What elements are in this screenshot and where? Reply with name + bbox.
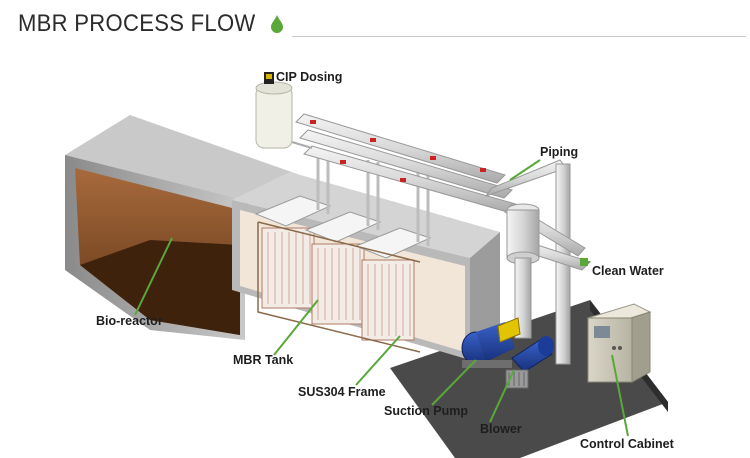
label-suction-pump: Suction Pump	[384, 404, 469, 418]
label-cip-dosing: CIP Dosing	[276, 70, 343, 84]
header-piping	[295, 113, 520, 214]
leader-lines	[134, 159, 629, 437]
page-title: MBR PROCESS FLOW	[18, 10, 256, 37]
leader-control-cabinet	[611, 354, 629, 437]
leader-blower	[489, 369, 515, 423]
control-cabinet	[586, 303, 652, 383]
leader-mbr-tank	[273, 299, 319, 356]
page-header: MBR PROCESS FLOW	[0, 0, 750, 46]
membrane-modules	[254, 195, 432, 353]
label-mbr-tank: MBR Tank	[233, 353, 294, 367]
leader-piping	[509, 159, 541, 181]
label-clean-water: Clean Water	[592, 264, 664, 278]
membrane-module-2	[304, 211, 382, 325]
water-drop-icon	[271, 15, 283, 33]
label-piping: Piping	[540, 145, 579, 159]
cip-dosing-tank	[255, 72, 313, 149]
label-bio-reactor: Bio-reactor	[96, 314, 163, 328]
title-divider	[292, 36, 746, 37]
leader-bio-reactor	[134, 237, 173, 316]
suction-pump	[461, 317, 521, 368]
label-sus304-frame: SUS304 Frame	[298, 385, 386, 399]
label-control-cabinet: Control Cabinet	[580, 437, 674, 451]
membrane-module-1	[254, 195, 332, 309]
main-piping	[484, 159, 591, 365]
leader-sus304-frame	[355, 335, 401, 386]
leader-suction-pump	[431, 359, 477, 406]
label-blower: Blower	[480, 422, 522, 436]
separator-column	[506, 203, 540, 339]
sus304-frame	[257, 221, 421, 353]
